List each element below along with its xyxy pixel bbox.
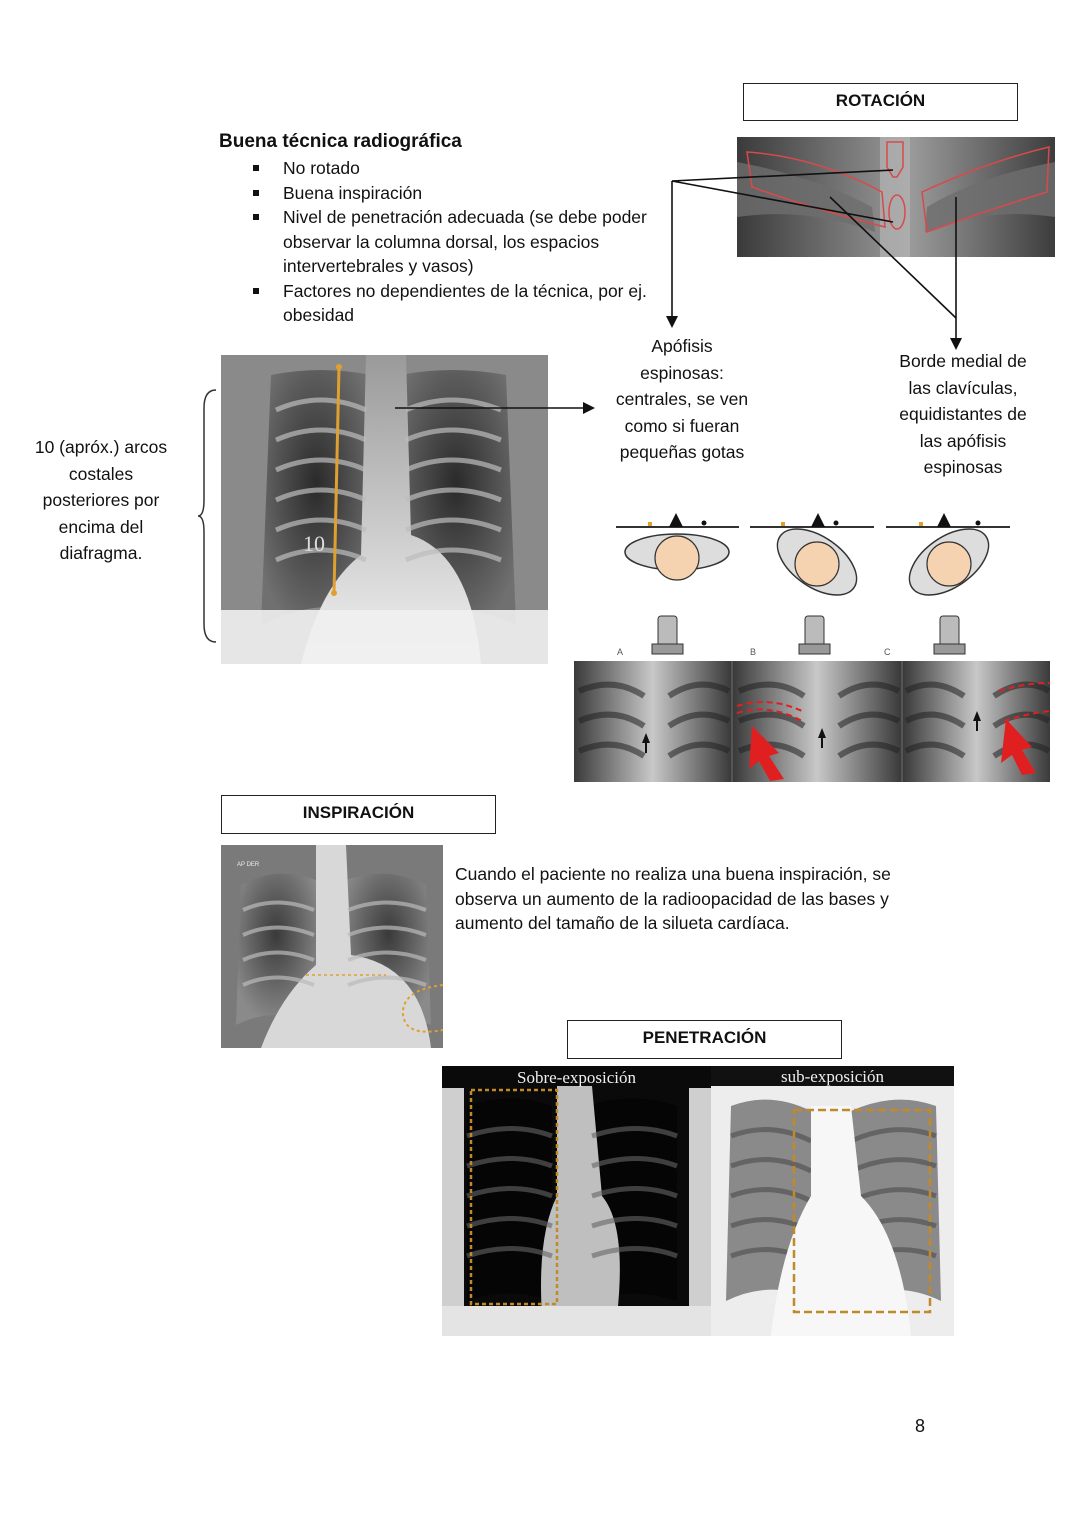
clavicle-xray-image [737,137,1055,257]
panel-label-b: B [750,647,757,657]
inspiracion-description: Cuando el paciente no realiza una buena … [455,864,891,933]
page-number: 8 [915,1416,926,1436]
bullet-factores: Factores no dependientes de la técnica, … [219,279,689,328]
tecnica-bullet-list: No rotado Buena inspiración Nivel de pen… [219,156,689,328]
xray-sub-exposicion: sub-exposición [711,1066,954,1336]
bullet-buena-inspiracion: Buena inspiración [219,181,689,206]
caption-arcos-costales: 10 (apróx.) arcos costales posteriores p… [34,437,168,563]
section-heading-buena-tecnica: Buena técnica radiográfica [219,131,462,152]
caption-apofisis-espinosas: Apófisis espinosas: centrales, se ven co… [615,336,749,462]
chest-xray-arcos: 10 [221,355,548,664]
arrow-xray-to-apofisis [395,402,595,414]
rotation-xray-panels [574,661,1050,782]
penetracion-title-box: PENETRACIÓN [567,1020,842,1059]
panel-label-a: A [617,647,624,657]
curly-brace [197,389,217,643]
xray-side-marker: AP DER [237,862,260,868]
caption-borde-medial-clavicula: Borde medial de las clavículas, equidist… [899,351,1027,477]
xray-sobre-exposicion: Sobre-exposición [442,1066,711,1336]
chest-xray-inspiracion: AP DER [221,845,443,1048]
label-sobre-exposicion: Sobre-exposición [517,1068,636,1087]
bullet-no-rotado: No rotado [219,156,689,181]
rib-count-label: 10 [303,531,325,556]
bullet-penetracion: Nivel de penetración adecuada (se debe p… [219,205,689,279]
rotation-axial-diagrams [616,513,1010,655]
rotacion-title-box: ROTACIÓN [743,83,1018,121]
inspiracion-title-box: INSPIRACIÓN [221,795,496,834]
panel-label-c: C [884,647,891,657]
label-sub-exposicion: sub-exposición [781,1067,884,1086]
